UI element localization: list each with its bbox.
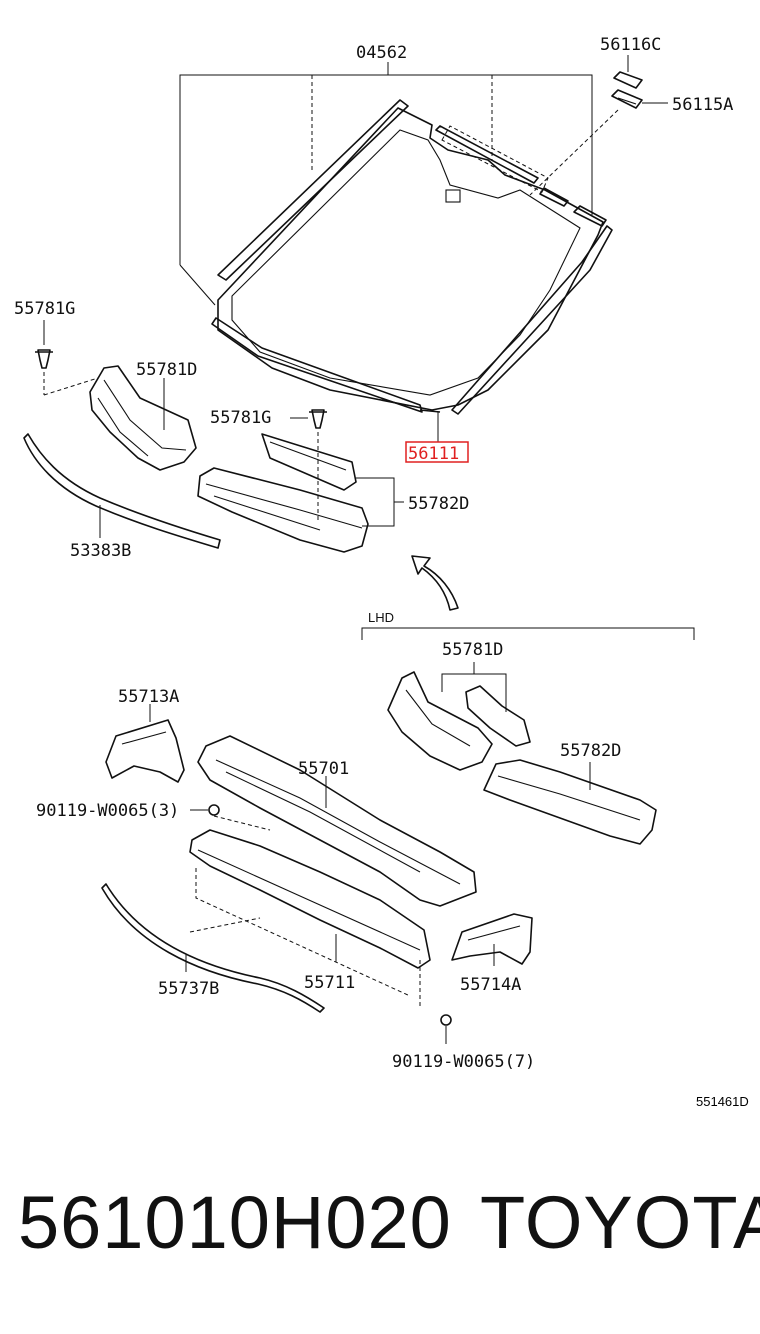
cowl-panel-55701 [197, 735, 477, 907]
cowl-top-55782D-upper [197, 433, 404, 553]
direction-arrow [411, 555, 459, 611]
label-55782D-upper: 55782D [408, 494, 469, 514]
label-55781D-upper: 55781D [136, 360, 197, 380]
lhd-bracket [361, 627, 695, 640]
parts-diagram: 04562 56116C 56115A 55781G 55781D 55781G… [14, 35, 749, 1109]
cowl-panel-55711 [189, 829, 431, 997]
label-55781G-left: 55781G [14, 299, 75, 319]
seal-55737B [101, 883, 325, 1013]
label-55701: 55701 [298, 759, 349, 779]
label-53383B: 53383B [70, 541, 131, 561]
clip-56116C [613, 55, 643, 89]
label-55737B: 55737B [158, 979, 219, 999]
part-number: 561010H020 [18, 1181, 452, 1264]
clip-55781G-middle [290, 409, 327, 520]
bolt-90119-lower [419, 960, 452, 1044]
moulding-strips [211, 99, 613, 415]
label-55714A: 55714A [460, 975, 521, 995]
clip-55781G-left [35, 320, 99, 396]
label-lhd: LHD [368, 610, 394, 625]
label-90119-lower: 90119-W0065(7) [392, 1052, 535, 1072]
label-55781G-middle: 55781G [210, 408, 271, 428]
cowl-top-55782D-lhd [483, 759, 657, 845]
windshield-glass [217, 107, 604, 413]
highlight-box-56111 [405, 441, 469, 463]
bracket-04562 [179, 62, 593, 306]
clip-56115A [529, 89, 668, 196]
label-90119-upper: 90119-W0065(3) [36, 801, 179, 821]
cowl-side-55781D-upper [89, 365, 197, 471]
diagram-code: 551461D [696, 1094, 749, 1109]
seal-53383B [23, 433, 221, 549]
side-bracket-55714A [451, 913, 533, 966]
label-56111: 56111 [408, 444, 459, 464]
label-56115A: 56115A [672, 95, 733, 115]
cowl-side-55781D-lhd [387, 662, 531, 771]
label-55711: 55711 [304, 973, 355, 993]
side-bracket-55713A [105, 704, 185, 783]
brand-name: TOYOTA [480, 1181, 760, 1264]
label-55713A: 55713A [118, 687, 179, 707]
label-55782D-lhd: 55782D [560, 741, 621, 761]
label-04562: 04562 [356, 43, 407, 63]
label-55781D-lhd: 55781D [442, 640, 503, 660]
footer: 561010H020 TOYOTA [0, 1180, 760, 1290]
bolt-90119-upper [190, 804, 271, 831]
label-56116C: 56116C [600, 35, 661, 55]
